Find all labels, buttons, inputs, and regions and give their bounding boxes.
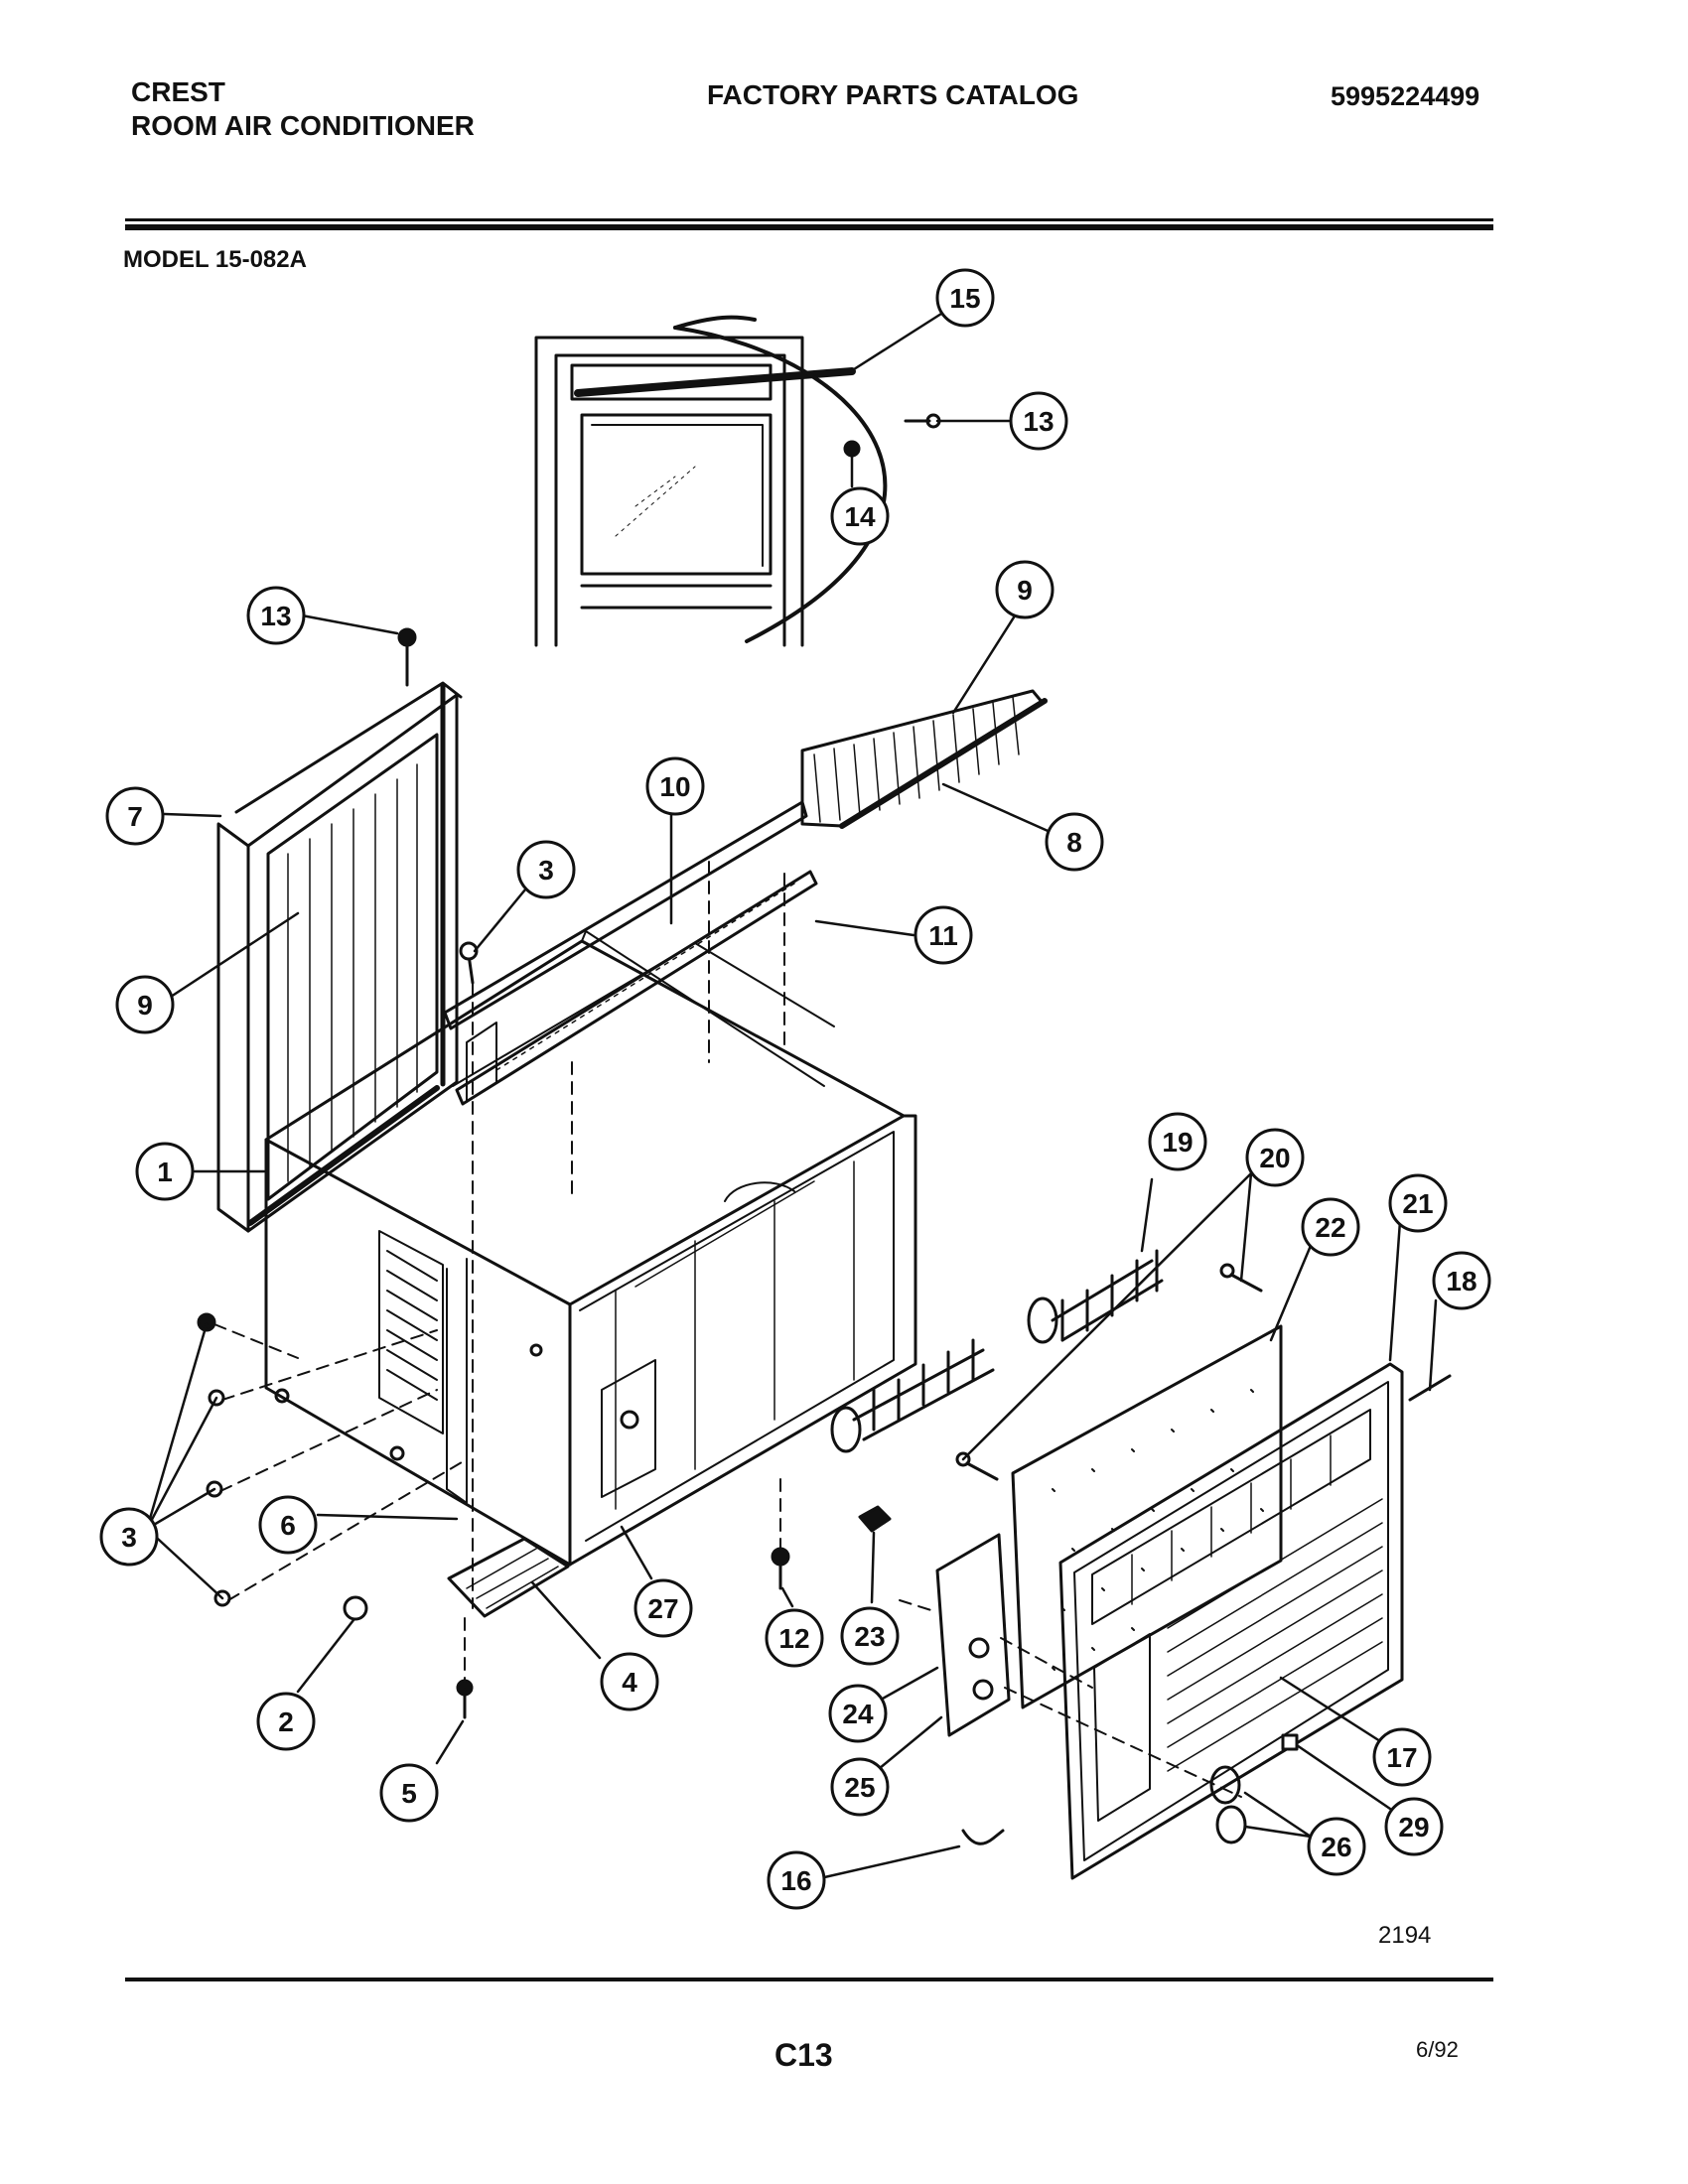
louver-assembly-lower	[830, 1338, 995, 1453]
svg-text:19: 19	[1162, 1127, 1193, 1158]
svg-text:15: 15	[949, 283, 980, 314]
header-rule-thin	[125, 218, 1493, 221]
svg-text:2: 2	[278, 1706, 294, 1737]
svg-text:23: 23	[854, 1621, 885, 1652]
svg-text:6: 6	[280, 1510, 296, 1541]
svg-text:10: 10	[659, 771, 690, 802]
svg-text:11: 11	[928, 920, 958, 951]
callout-17[interactable]: 17	[1372, 1727, 1432, 1787]
callout-13-inset[interactable]: 13	[1009, 391, 1068, 451]
callout-12[interactable]: 12	[765, 1608, 824, 1668]
svg-text:27: 27	[647, 1593, 678, 1624]
right-curtain-panel	[800, 689, 1048, 829]
svg-text:17: 17	[1386, 1742, 1417, 1773]
page-date: 6/92	[1416, 2037, 1459, 2062]
small-hardware	[197, 941, 790, 1719]
svg-text:14: 14	[844, 501, 876, 532]
callout-29[interactable]: 29	[1384, 1797, 1444, 1856]
svg-text:29: 29	[1398, 1812, 1429, 1843]
callout-26[interactable]: 26	[1307, 1817, 1366, 1876]
svg-text:26: 26	[1321, 1832, 1351, 1862]
callout-11[interactable]: 11	[914, 905, 973, 965]
base-pan-part-4	[447, 1537, 570, 1618]
callout-4[interactable]: 4	[600, 1652, 659, 1711]
callout-20[interactable]: 20	[1245, 1128, 1305, 1187]
callout-25[interactable]: 25	[830, 1757, 890, 1817]
svg-text:5: 5	[401, 1778, 417, 1809]
svg-text:1: 1	[157, 1157, 173, 1187]
svg-text:16: 16	[780, 1865, 811, 1896]
callout-16[interactable]: 16	[767, 1850, 826, 1910]
part-16-wire-clip	[961, 1829, 1005, 1845]
model-label: MODEL 15-082A	[123, 246, 307, 273]
part-26-knobs	[1209, 1765, 1247, 1844]
svg-text:20: 20	[1259, 1143, 1290, 1173]
svg-text:7: 7	[127, 801, 143, 832]
part-23-bracket	[858, 1505, 892, 1533]
svg-text:9: 9	[1017, 575, 1033, 606]
callout-6[interactable]: 6	[258, 1495, 318, 1555]
part-number: 5995224499	[1331, 81, 1480, 111]
cabinet-part-1	[264, 930, 917, 1567]
callout-1[interactable]: 1	[135, 1142, 195, 1201]
callout-14[interactable]: 14	[830, 486, 890, 546]
part-20-clips	[955, 1263, 1263, 1481]
leader-lines	[145, 312, 1438, 1880]
part-14-nut	[843, 440, 861, 458]
footer-rule	[125, 1978, 1493, 1981]
svg-text:8: 8	[1066, 827, 1082, 858]
callout-5[interactable]: 5	[379, 1763, 439, 1823]
callout-24[interactable]: 24	[828, 1684, 888, 1743]
brand-name: CREST	[131, 76, 225, 107]
svg-text:3: 3	[538, 855, 554, 886]
product-name: ROOM AIR CONDITIONER	[131, 110, 475, 141]
filter-part-22	[1011, 1324, 1283, 1709]
callout-18[interactable]: 18	[1432, 1251, 1491, 1310]
callout-3-left[interactable]: 3	[99, 1507, 159, 1567]
svg-text:4: 4	[622, 1667, 637, 1698]
callout-13-screw[interactable]: 13	[246, 586, 306, 645]
side-curtain-panel	[216, 681, 463, 1233]
assembly-lines	[213, 861, 1242, 1798]
callout-8[interactable]: 8	[1045, 812, 1104, 872]
svg-text:12: 12	[778, 1623, 809, 1654]
svg-text:13: 13	[1023, 406, 1054, 437]
callout-27[interactable]: 27	[633, 1578, 693, 1638]
part-13-screw-inset	[904, 413, 941, 429]
callout-9-left[interactable]: 9	[115, 975, 175, 1034]
brand-block: CREST ROOM AIR CONDITIONER	[131, 75, 475, 143]
callout-23[interactable]: 23	[840, 1606, 900, 1666]
svg-text:25: 25	[844, 1772, 875, 1803]
callout-22[interactable]: 22	[1301, 1197, 1360, 1257]
callout-19[interactable]: 19	[1148, 1112, 1207, 1171]
callout-21[interactable]: 21	[1388, 1173, 1448, 1233]
callout-9-right[interactable]: 9	[995, 560, 1055, 619]
drawing-number: 2194	[1378, 1922, 1432, 1949]
catalog-title: FACTORY PARTS CATALOG	[707, 79, 1079, 110]
callout-3-top[interactable]: 3	[516, 840, 576, 899]
header-rule-thick	[125, 224, 1493, 230]
svg-text:18: 18	[1446, 1266, 1477, 1297]
callout-2[interactable]: 2	[256, 1692, 316, 1751]
page-number: C13	[774, 2037, 833, 2073]
callout-10[interactable]: 10	[645, 756, 705, 816]
svg-text:21: 21	[1402, 1188, 1433, 1219]
inset-window-detail	[534, 315, 888, 647]
svg-text:24: 24	[842, 1699, 874, 1729]
callout-15[interactable]: 15	[935, 268, 995, 328]
svg-text:13: 13	[260, 601, 291, 631]
svg-text:9: 9	[137, 990, 153, 1021]
part-13-screw	[397, 627, 417, 687]
svg-text:3: 3	[121, 1522, 137, 1553]
callout-7[interactable]: 7	[105, 786, 165, 846]
front-panel-part-17	[1058, 1362, 1404, 1880]
control-panel-part-24	[935, 1533, 1011, 1737]
part-29-switch	[1281, 1733, 1299, 1751]
svg-text:22: 22	[1315, 1212, 1345, 1243]
